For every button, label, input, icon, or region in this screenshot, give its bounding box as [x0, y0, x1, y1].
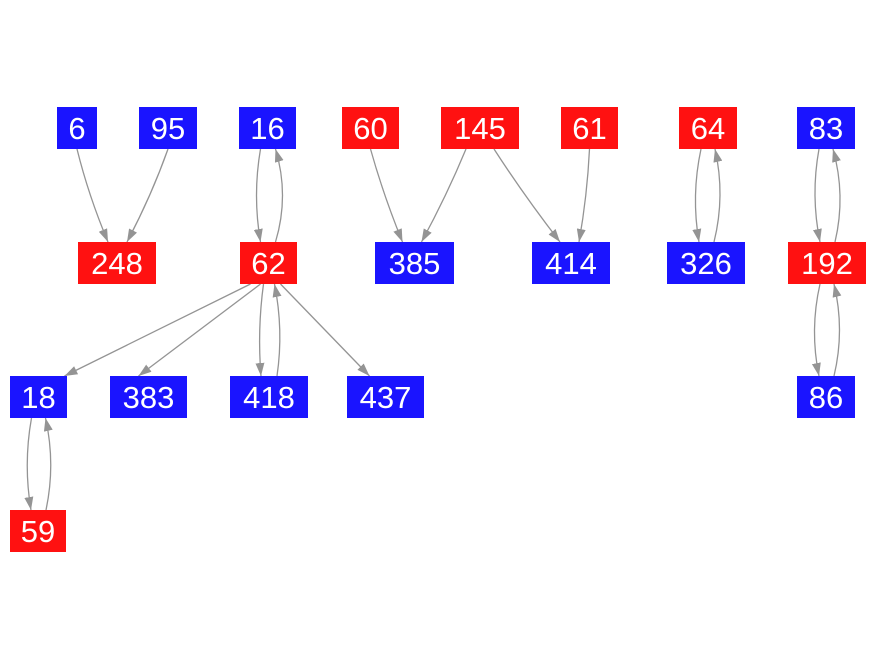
node-385: 385 [375, 242, 454, 284]
edge-192-83 [832, 148, 841, 243]
node-label: 437 [359, 379, 412, 415]
edge-62-383 [138, 283, 261, 377]
node-label: 59 [20, 513, 56, 549]
edge-18-59 [24, 417, 34, 511]
node-61: 61 [561, 107, 618, 149]
node-192: 192 [788, 242, 866, 284]
node-label: 414 [545, 245, 597, 281]
node-label: 145 [454, 110, 506, 146]
edge-62-18 [64, 283, 251, 377]
node-label: 385 [388, 245, 441, 281]
edge-62-418 [255, 283, 265, 377]
node-label: 95 [150, 110, 186, 146]
node-label: 64 [690, 110, 726, 146]
node-label: 60 [353, 110, 388, 146]
node-label: 61 [572, 110, 607, 146]
edge-86-192 [832, 283, 842, 377]
node-label: 6 [68, 110, 86, 146]
node-414: 414 [532, 242, 610, 284]
node-label: 62 [251, 245, 286, 281]
node-59: 59 [10, 510, 66, 552]
node-383: 383 [110, 376, 187, 418]
node-248: 248 [78, 242, 156, 284]
node-label: 248 [91, 245, 143, 281]
edge-145-385 [420, 148, 467, 243]
edge-418-62 [272, 283, 282, 377]
node-437: 437 [347, 376, 424, 418]
node-label: 383 [122, 379, 175, 415]
node-label: 83 [808, 110, 844, 146]
edge-61-414 [576, 148, 591, 243]
edge-95-248 [126, 148, 169, 243]
node-326: 326 [667, 242, 745, 284]
edge-83-192 [812, 148, 822, 243]
node-145: 145 [441, 107, 519, 149]
node-label: 192 [801, 245, 853, 281]
node-83: 83 [797, 107, 855, 149]
node-64: 64 [679, 107, 737, 149]
edge-326-64 [713, 148, 723, 243]
node-6: 6 [57, 107, 97, 149]
node-label: 18 [21, 379, 56, 415]
node-label: 418 [243, 379, 295, 415]
node-62: 62 [240, 242, 297, 284]
edge-64-326 [692, 148, 702, 243]
node-86: 86 [797, 376, 855, 418]
node-60: 60 [342, 107, 399, 149]
edge-16-62 [253, 148, 263, 243]
node-16: 16 [239, 107, 296, 149]
node-418: 418 [230, 376, 308, 418]
node-95: 95 [139, 107, 197, 149]
node-18: 18 [10, 376, 67, 418]
node-label: 326 [680, 245, 732, 281]
node-label: 16 [250, 110, 285, 146]
node-label: 86 [808, 379, 844, 415]
edge-62-437 [280, 283, 370, 377]
edge-145-414 [493, 148, 561, 243]
edge-62-16 [274, 148, 284, 243]
edge-192-86 [811, 283, 821, 377]
edge-60-385 [369, 148, 404, 243]
edge-59-18 [43, 417, 53, 511]
edge-6-248 [76, 148, 109, 243]
